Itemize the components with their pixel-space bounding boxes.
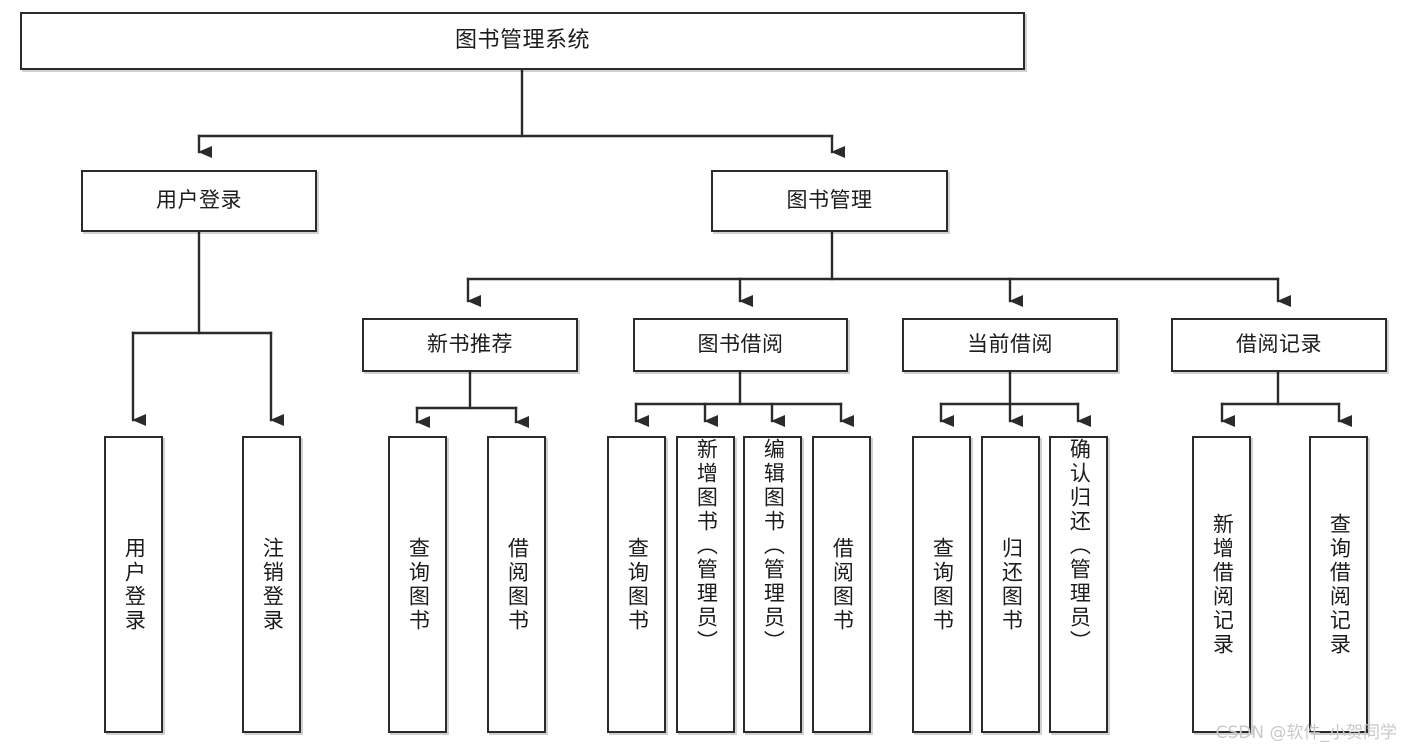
node-leaf-return-book-label: 归还图书 [999, 536, 1024, 633]
node-leaf-query-book-1-label: 查询图书 [406, 536, 431, 633]
node-leaf-logout[interactable]: 注销登录 [242, 436, 301, 733]
node-book-borrow-label: 图书借阅 [697, 332, 784, 357]
node-root-label: 图书管理系统 [454, 27, 590, 53]
node-book-manage-label: 图书管理 [786, 188, 873, 213]
node-book-borrow[interactable]: 图书借阅 [633, 318, 848, 372]
node-leaf-add-book[interactable]: 新增图书（管理员） [676, 436, 735, 733]
node-current-borrow-label: 当前借阅 [967, 332, 1053, 357]
node-leaf-user-login-label: 用户登录 [122, 536, 147, 633]
node-leaf-query-book-3[interactable]: 查询图书 [912, 436, 971, 733]
node-leaf-borrow-book-1-label: 借阅图书 [505, 536, 530, 633]
node-leaf-query-book-1[interactable]: 查询图书 [388, 436, 447, 733]
node-leaf-add-record-label: 新增借阅记录 [1210, 512, 1235, 657]
node-leaf-query-book-2[interactable]: 查询图书 [607, 436, 666, 733]
node-new-book-recommend[interactable]: 新书推荐 [362, 318, 578, 372]
node-leaf-borrow-book-2[interactable]: 借阅图书 [812, 436, 871, 733]
node-new-book-recommend-label: 新书推荐 [427, 332, 513, 357]
node-leaf-edit-book-label: 编辑图书（管理员） [761, 438, 786, 654]
node-user-login[interactable]: 用户登录 [81, 170, 317, 232]
node-leaf-confirm-return[interactable]: 确认归还（管理员） [1049, 436, 1108, 733]
node-leaf-query-book-2-label: 查询图书 [625, 536, 650, 633]
node-leaf-user-login[interactable]: 用户登录 [104, 436, 163, 733]
node-book-manage[interactable]: 图书管理 [711, 170, 948, 232]
node-leaf-borrow-book-1[interactable]: 借阅图书 [487, 436, 546, 733]
node-leaf-query-record[interactable]: 查询借阅记录 [1309, 436, 1368, 733]
node-leaf-return-book[interactable]: 归还图书 [981, 436, 1040, 733]
node-borrow-record-label: 借阅记录 [1236, 332, 1322, 357]
node-leaf-add-book-label: 新增图书（管理员） [694, 438, 719, 654]
node-leaf-query-book-3-label: 查询图书 [930, 536, 955, 633]
node-leaf-add-record[interactable]: 新增借阅记录 [1192, 436, 1251, 733]
node-leaf-confirm-return-label: 确认归还（管理员） [1067, 438, 1092, 654]
node-leaf-borrow-book-2-label: 借阅图书 [830, 536, 855, 633]
node-leaf-edit-book[interactable]: 编辑图书（管理员） [743, 436, 802, 733]
node-borrow-record[interactable]: 借阅记录 [1171, 318, 1387, 372]
node-leaf-query-record-label: 查询借阅记录 [1327, 512, 1352, 657]
node-leaf-logout-label: 注销登录 [260, 536, 285, 633]
node-root[interactable]: 图书管理系统 [20, 12, 1025, 70]
watermark: CSDN @软件_小贺同学 [1215, 723, 1397, 743]
node-user-login-label: 用户登录 [156, 188, 242, 213]
node-current-borrow[interactable]: 当前借阅 [902, 318, 1118, 372]
